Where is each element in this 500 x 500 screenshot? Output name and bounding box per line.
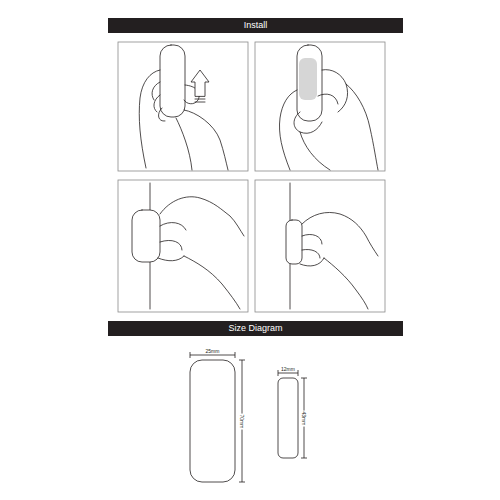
dimension-label: 70mm	[240, 413, 245, 429]
size-drawing	[190, 352, 307, 482]
panel-frames	[118, 42, 385, 312]
dimension-label: 43mm	[302, 410, 307, 426]
sensor	[160, 45, 185, 117]
hand	[176, 110, 228, 170]
arrow	[195, 99, 205, 102]
panel-frame	[118, 42, 248, 171]
header-text: Install	[244, 21, 268, 30]
panel-frame	[255, 42, 385, 171]
magnet-outline	[278, 378, 298, 458]
dimension-label: 12mm	[280, 367, 296, 372]
hand	[346, 84, 378, 170]
dimension-line	[301, 378, 307, 458]
step-3-drawing	[132, 183, 244, 309]
magnet	[286, 220, 302, 264]
fingers	[158, 223, 186, 261]
step-4-drawing	[286, 183, 378, 309]
hand	[279, 90, 322, 170]
panel-frame	[118, 180, 248, 312]
hand	[318, 70, 348, 112]
step-1-drawing	[139, 45, 228, 170]
hand	[324, 258, 368, 309]
hand	[302, 212, 378, 256]
dimension-label: 25mm	[205, 349, 221, 354]
panel-frame	[255, 180, 385, 312]
hand	[184, 256, 240, 309]
fingers	[152, 82, 165, 121]
sensor	[132, 210, 160, 262]
header-band: Install	[108, 18, 403, 33]
sensor	[297, 45, 322, 121]
step-2-drawing	[279, 45, 378, 170]
adhesive-pad	[299, 58, 317, 100]
dimension-line	[239, 360, 245, 482]
arrow	[191, 70, 209, 96]
hand	[300, 132, 330, 170]
sensor-outline	[190, 360, 235, 482]
header-text: Size Diagram	[228, 324, 282, 333]
header-band: Size Diagram	[108, 321, 403, 336]
fingers	[300, 234, 324, 266]
hand	[139, 70, 160, 168]
hand	[160, 197, 244, 236]
